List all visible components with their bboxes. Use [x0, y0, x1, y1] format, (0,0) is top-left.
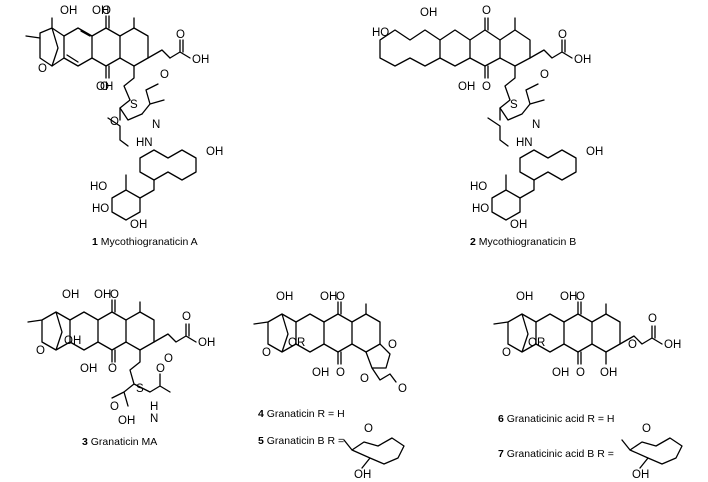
compound-3-caption: 3 Granaticin MA [82, 436, 157, 448]
oh-label: OH [80, 363, 97, 375]
o-label: O [176, 29, 185, 41]
oh-label: OH [198, 337, 215, 349]
o-label: O [576, 367, 585, 379]
o-label: O [102, 5, 111, 17]
o-label: O [628, 339, 637, 351]
ho-label: HO [472, 203, 489, 215]
oh-label: OH [586, 146, 603, 158]
compound-4-caption: 4 Granaticin R = H [258, 408, 345, 420]
ho-label: HO [470, 181, 487, 193]
n-label: N [152, 119, 160, 131]
oh-label: OH [354, 469, 371, 481]
hn-label: HN [136, 137, 153, 149]
o-label: O [110, 401, 119, 413]
o-label: O [38, 63, 47, 75]
compound-1-caption: 1 Mycothiogranaticin A [92, 236, 198, 248]
o-label: O [360, 373, 369, 385]
oh-label: OH [420, 7, 437, 19]
oh-label: OH [458, 81, 475, 93]
o-label: O [558, 29, 567, 41]
o-label: O [336, 367, 345, 379]
ho-label: HO [92, 203, 109, 215]
oh-label: OH [664, 339, 681, 351]
o-label: O [642, 423, 651, 435]
oh-label: OH [560, 291, 577, 303]
oh-label: OH [320, 291, 337, 303]
oh-label: OH [130, 219, 147, 231]
oh-label: OH [510, 219, 527, 231]
o-label: O [110, 116, 119, 128]
oh-label: OH [60, 5, 77, 17]
n-label: N [150, 413, 158, 425]
oh-label: OH [574, 54, 591, 66]
oh-label: OH [92, 5, 109, 17]
o-label: O [482, 81, 491, 93]
s-label: S [510, 99, 518, 111]
compound-6-caption: 6 Granaticinic acid R = H [498, 413, 614, 425]
oh-label: OH [552, 367, 569, 379]
structure-6-7 [493, 301, 683, 469]
o-label: O [482, 5, 491, 17]
n-label: N [532, 119, 540, 131]
structure-1 [25, 15, 197, 221]
o-label: O [576, 291, 585, 303]
o-label: O [364, 423, 373, 435]
o-label: O [110, 289, 119, 301]
o-label: O [262, 347, 271, 359]
or-label: OR [288, 337, 305, 349]
compound-7-caption: 7 Granaticinic acid B R = [498, 448, 614, 460]
compound-5-caption: 5 Granaticin B R = [258, 435, 344, 447]
structure-4-5 [253, 301, 405, 469]
oh-label: OH [206, 146, 223, 158]
o-label: O [388, 339, 397, 351]
o-label: O [156, 363, 165, 375]
o-label: O [502, 347, 511, 359]
oh-label: OH [516, 291, 533, 303]
o-label: O [336, 291, 345, 303]
ho-label: HO [372, 27, 389, 39]
oh-label: OH [94, 289, 111, 301]
o-label: O [540, 69, 549, 81]
s-label: S [136, 383, 144, 395]
o-label: O [398, 383, 407, 395]
oh-label: OH [62, 289, 79, 301]
o-label: O [36, 345, 45, 357]
o-label: O [182, 311, 191, 323]
o-label: O [108, 363, 117, 375]
oh-label: OH [276, 291, 293, 303]
oh-label: OH [96, 81, 113, 93]
ho-label: HO [90, 181, 107, 193]
o-label: O [100, 81, 109, 93]
oh-label: OH [118, 415, 135, 427]
oh-label: OH [192, 54, 209, 66]
hn-label: HN [516, 137, 533, 149]
oh-label: OH [64, 335, 81, 347]
compound-2-caption: 2 Mycothiogranaticin B [470, 236, 576, 248]
h-label: H [150, 401, 158, 413]
s-label: S [130, 99, 138, 111]
or-label: OR [528, 337, 545, 349]
o-label: O [160, 69, 169, 81]
structure-3 [27, 299, 197, 407]
o-label: O [648, 313, 657, 325]
o-label: O [164, 353, 173, 365]
oh-label: OH [632, 469, 649, 481]
oh-label: OH [600, 367, 617, 379]
oh-label: OH [312, 367, 329, 379]
structure-2 [379, 17, 577, 221]
